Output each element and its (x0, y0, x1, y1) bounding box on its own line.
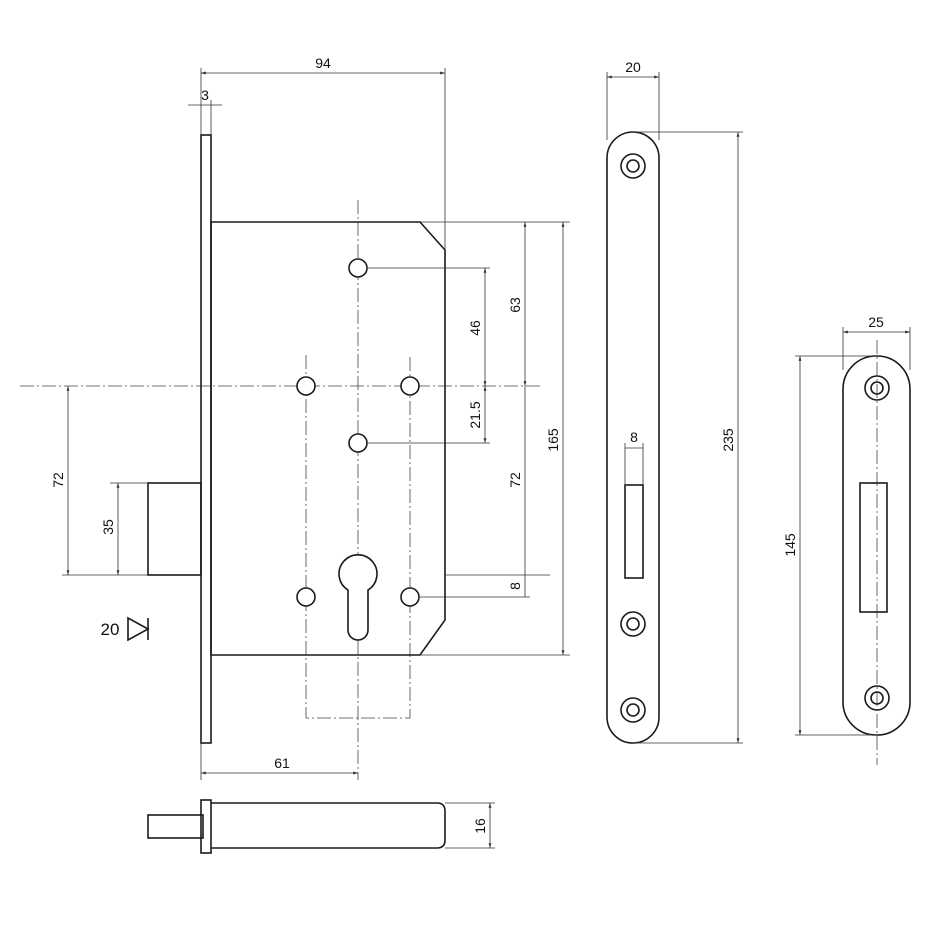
cylinder-hole (338, 554, 378, 641)
dim-25: 25 (868, 314, 884, 330)
dim-72-right: 72 (507, 472, 523, 488)
bolt-throw-symbol (127, 616, 150, 642)
dim-8-cyl: 8 (507, 582, 523, 590)
dim-35: 35 (100, 519, 116, 535)
dim-145: 145 (782, 533, 798, 557)
dim-20-faceplate: 20 (625, 59, 641, 75)
dim-72-left: 72 (50, 472, 66, 488)
dim-20-throw: 20 (101, 620, 120, 639)
dimension-lines (62, 68, 911, 849)
dim-94: 94 (315, 55, 331, 71)
dim-61: 61 (274, 755, 290, 771)
strike-plate (842, 355, 911, 736)
centerlines (20, 200, 878, 780)
lock-case (147, 134, 446, 744)
dim-63: 63 (507, 297, 523, 313)
dim-16: 16 (472, 818, 488, 834)
dim-3: 3 (201, 87, 209, 103)
dim-235: 235 (720, 428, 736, 452)
dim-46: 46 (467, 320, 483, 336)
dim-165: 165 (545, 428, 561, 452)
dimension-labels: 94 3 63 46 21.5 165 72 8 72 35 20 61 16 … (50, 55, 884, 834)
dim-21-5: 21.5 (467, 401, 483, 428)
spindle (147, 799, 446, 854)
dim-8-slot: 8 (630, 429, 638, 445)
